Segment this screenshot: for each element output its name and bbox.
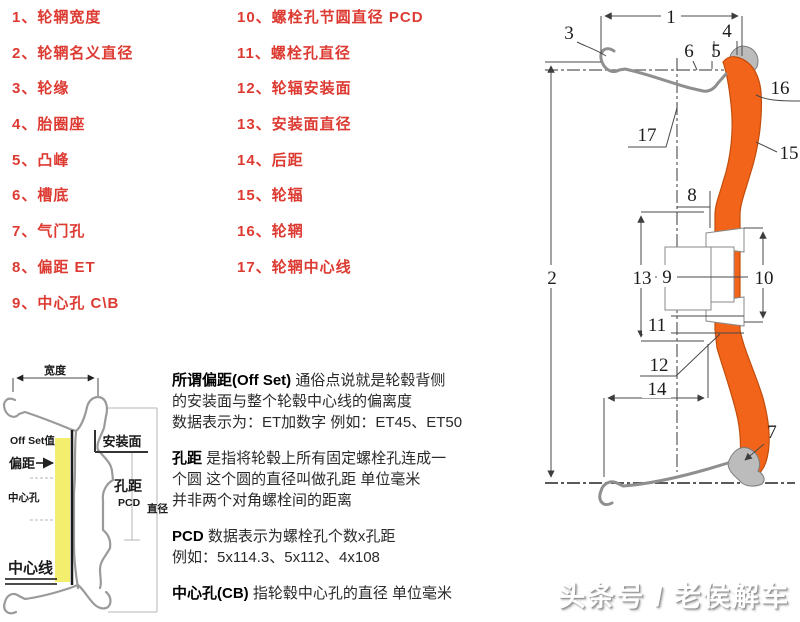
wheel-cross-section-diagram: 1 2 3 4 5 6 16 xyxy=(542,6,800,506)
callout-3: 3 xyxy=(564,23,574,44)
callout-4-bead-seat: 4 xyxy=(713,21,738,57)
legend-item: 5、凸峰 xyxy=(12,151,70,169)
dimension-13-face-diameter: 13 xyxy=(628,211,704,342)
legend-item: 10、螺栓孔节圆直径 PCD xyxy=(237,9,424,26)
legend-item: 4、胎圈座 xyxy=(12,116,86,134)
callout-9-center-bore: 9 xyxy=(657,265,677,288)
legend-item: 15、轮辐 xyxy=(237,187,304,205)
mounting-pad xyxy=(709,246,735,303)
mounting-face-label-group: 安装面 xyxy=(94,430,148,453)
legend-column-1: 1、轮辋宽度 2、轮辋名义直径 3、轮缘 4、胎圈座 5、凸峰 6、槽底 7、气… xyxy=(12,6,133,327)
diameter-label: 直径 xyxy=(147,502,168,515)
callout-12-mounting-face: 12 xyxy=(640,333,721,377)
paragraph-pcd: PCD 数据表示为螺栓孔个数x孔距 例如：5x114.3、5x112、4x108 xyxy=(172,526,512,568)
callout-10: 10 xyxy=(755,268,774,289)
callout-12: 12 xyxy=(650,355,669,376)
legend-item: 17、轮辋中心线 xyxy=(237,258,352,276)
callout-5-hump: 5 xyxy=(711,41,721,69)
text-line: 个圆 这个圆的直径叫做孔距 单位毫米 xyxy=(172,471,421,488)
explanation-text: 所谓偏距(Off Set) 通俗点说就是轮毂背侧 的安装面与整个轮毂中心线的偏离… xyxy=(172,370,512,619)
legend-item: 13、安装面直径 xyxy=(237,116,352,134)
pcd-abbr-label: PCD xyxy=(118,497,141,509)
watermark: 头条号 / 老侯解车 xyxy=(558,582,790,612)
callout-7-valve-hole: 7 xyxy=(744,422,777,461)
legend-column-2: 10、螺栓孔节圆直径 PCD 11、螺栓孔直径 12、轮辐安装面 13、安装面直… xyxy=(237,6,424,292)
paragraph-bolt-pitch: 孔距 是指将轮毂上所有固定螺栓孔连成一 个圆 这个圆的直径叫做孔距 单位毫米 并… xyxy=(172,448,512,511)
callout-17-centerline: 17 xyxy=(628,107,678,148)
callout-3-flange: 3 xyxy=(564,23,607,57)
legend-item: 3、轮缘 xyxy=(12,80,70,98)
callout-14: 14 xyxy=(648,379,668,400)
text-line: 的安装面与整个轮毂中心线的偏离度 xyxy=(172,393,413,410)
valve-hole-section xyxy=(727,447,765,487)
legend-item: 9、中心孔 C\B xyxy=(12,294,120,312)
legend-item: 6、槽底 xyxy=(12,187,70,205)
inset-width-dimension: 宽度 xyxy=(12,363,99,396)
callout-1: 1 xyxy=(666,7,676,28)
bolt-hole-upper xyxy=(705,227,745,253)
dimension-2-nominal-diameter: 2 xyxy=(542,61,601,478)
legend-item: 7、气门孔 xyxy=(12,223,86,241)
rim-profile-bottom xyxy=(598,461,730,506)
rim-profile-top xyxy=(599,47,728,93)
legend-item: 14、后距 xyxy=(237,151,304,169)
dimension-11-bolt-hole: 11 xyxy=(642,314,744,336)
text-line: 数据表示为：ET加数字 例如：ET45、ET50 xyxy=(172,414,463,431)
callout-8: 8 xyxy=(687,185,697,206)
centerline-label: 中心线 xyxy=(8,559,53,577)
callout-4: 4 xyxy=(722,21,732,42)
text-line: 通俗点说就是轮毂背侧 xyxy=(291,372,446,389)
callout-17: 17 xyxy=(638,125,657,146)
width-label: 宽度 xyxy=(43,363,67,377)
callout-9: 9 xyxy=(662,267,672,288)
term-center-bore: 中心孔(CB) xyxy=(172,585,249,602)
text-line: 指轮毂中心孔的直径 单位毫米 xyxy=(248,585,452,602)
callout-16: 16 xyxy=(771,78,790,99)
text-line: 是指将轮毂上所有固定螺栓孔连成一 xyxy=(202,450,447,467)
term-pcd: PCD xyxy=(172,528,204,545)
center-bore-label: 中心孔 xyxy=(8,491,40,504)
dimension-1-rim-width: 1 xyxy=(600,6,743,56)
text-line: 例如：5x114.3、5x112、4x108 xyxy=(172,549,380,566)
callout-6-well: 6 xyxy=(684,41,698,71)
offset-label-group: 偏距 xyxy=(9,456,55,471)
offset-inset-diagram: 宽度 Off Set值 偏距 安装面 中心孔 孔距 PCD 直径 中心线 xyxy=(3,363,168,615)
dimension-8-offset: 8 xyxy=(677,185,711,228)
pcd-label: 孔距 xyxy=(114,478,142,494)
dimension-14-back-spacing: 14 xyxy=(603,344,709,477)
callout-15-spoke: 15 xyxy=(755,141,799,164)
legend-item: 2、轮辋名义直径 xyxy=(12,44,134,62)
text-line: 数据表示为螺栓孔个数x孔距 xyxy=(203,528,396,545)
centerline-label-group: 中心线 xyxy=(5,559,57,585)
legend-item: 16、轮辋 xyxy=(237,223,304,241)
dimension-10-pcd: 10 xyxy=(744,227,779,323)
offset-label: 偏距 xyxy=(9,456,35,471)
text-line: 并非两个对角螺栓间的距离 xyxy=(172,492,353,509)
callout-16-rim: 16 xyxy=(755,78,800,102)
offset-highlight xyxy=(55,438,70,582)
inset-wheel-profile xyxy=(3,395,115,615)
callout-2: 2 xyxy=(547,268,557,289)
callout-15: 15 xyxy=(780,143,799,164)
legend-item: 12、轮辐安装面 xyxy=(237,80,352,98)
term-bolt-pitch: 孔距 xyxy=(172,450,203,467)
paragraph-center-bore: 中心孔(CB) 指轮毂中心孔的直径 单位毫米 xyxy=(172,583,512,604)
callout-13: 13 xyxy=(633,268,652,289)
legend-item: 1、轮辋宽度 xyxy=(12,9,102,26)
legend-item: 11、螺栓孔直径 xyxy=(237,44,351,62)
paragraph-offset: 所谓偏距(Off Set) 通俗点说就是轮毂背侧 的安装面与整个轮毂中心线的偏离… xyxy=(172,370,512,433)
callout-7: 7 xyxy=(767,422,777,443)
offset-value-label: Off Set值 xyxy=(10,434,55,447)
legend-item: 8、偏距 ET xyxy=(12,258,96,276)
callout-6: 6 xyxy=(684,41,694,62)
callout-5: 5 xyxy=(711,41,721,62)
mounting-face-label: 安装面 xyxy=(102,434,141,449)
callout-11: 11 xyxy=(648,315,666,336)
term-offset: 所谓偏距(Off Set) xyxy=(172,372,292,389)
